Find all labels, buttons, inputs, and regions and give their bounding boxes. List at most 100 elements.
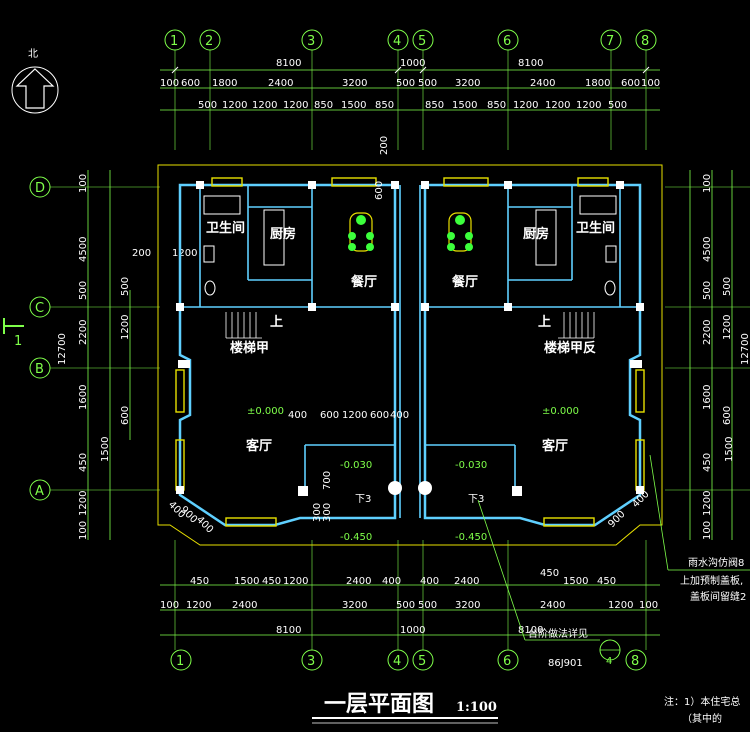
dim-bottom-mid-7: 2400: [540, 600, 565, 611]
dim-bottom-mid-10: 100: [639, 600, 658, 611]
dim-top-mid-1: 100: [160, 78, 179, 89]
dim-top-inner-3: 1200: [252, 100, 277, 111]
dim-top-mid-6: 500: [396, 78, 415, 89]
dim-left-6: 450: [78, 453, 89, 472]
dim-ticks-top: [171, 66, 650, 74]
dim-600-dining: 600: [374, 181, 385, 200]
title-scale: 1:100: [456, 700, 497, 715]
dim-left-1: 100: [78, 174, 89, 193]
dim-bottom-outer-6: 400: [382, 576, 401, 587]
dim-left-inner-1: 1200: [120, 315, 131, 340]
dim-top-inner-12: 1200: [545, 100, 570, 111]
axis-side-d: D: [35, 181, 45, 196]
dim-left-4: 2200: [78, 320, 89, 345]
axis-labels-bottom: 1 3 4 5 6 8: [176, 654, 639, 669]
dims-bottom-total: 8100 1000 8100: [276, 625, 543, 636]
dim-porch-5: 400: [390, 410, 409, 421]
dim-bottom-mid-5: 500: [418, 600, 437, 611]
dims-bottom-outer: 450 1500 450 1200 2400 400 400 2400 450 …: [190, 568, 616, 587]
dim-bottom-mid-8: 1200: [608, 600, 633, 611]
dim-bottom-outer-1: 450: [190, 576, 209, 587]
dim-bottom-mid-3: 3200: [342, 600, 367, 611]
axis-top-6: 6: [503, 34, 511, 49]
dim-bottom-mid-4: 500: [396, 600, 415, 611]
dim-top-mid-12: 100: [641, 78, 660, 89]
axis-bottom-5: 5: [418, 654, 426, 669]
axis-top-2: 2: [205, 34, 213, 49]
dim-porch-4: 600: [370, 410, 389, 421]
section-mark: 1: [3, 318, 24, 349]
note-right-1: 雨水沟仿阀8: [688, 556, 744, 569]
footnote-1: 注：1）本住宅总: [664, 695, 740, 708]
axis-bubbles-top: [164, 29, 657, 51]
dim-left-2: 4500: [78, 237, 89, 262]
dim-top-total-3: 8100: [518, 58, 543, 69]
dims-top-mid: 100 600 1800 2400 3200 500 500 3200 2400…: [160, 78, 660, 89]
dim-top-mid-9: 2400: [530, 78, 555, 89]
room-kitchen-right: 厨房: [523, 226, 549, 242]
round-columns: [388, 481, 432, 495]
dim-bottom-outer-11: 450: [597, 576, 616, 587]
dim-right-5: 1600: [702, 385, 713, 410]
stair-left: [225, 312, 262, 339]
axis-top-4: 4: [393, 34, 401, 49]
dim-top-inner-8: 850: [425, 100, 444, 111]
dim-bottom-outer-2: 1500: [234, 576, 259, 587]
dim-porch-side-1: 300: [312, 503, 323, 522]
room-stair-right: 楼梯甲反: [544, 340, 596, 356]
axis-lines-vertical: [174, 50, 647, 650]
dim-top-inner-9: 1500: [452, 100, 477, 111]
axis-labels-side: D C B A: [35, 181, 45, 499]
dim-left-total: 12700: [57, 333, 68, 365]
dim-right-1: 100: [702, 174, 713, 193]
dims-top-total: 8100 1000 8100: [276, 58, 543, 69]
dim-right-7: 1500: [724, 437, 735, 462]
dim-corner-5: 400: [630, 489, 651, 510]
drawing-title: 一层平面图 1:100: [312, 692, 498, 724]
dim-top-mid-10: 1800: [585, 78, 610, 89]
dim-top-inner-5: 850: [314, 100, 333, 111]
dim-bottom-mid-2: 2400: [232, 600, 257, 611]
axis-side-c: C: [35, 301, 44, 316]
axis-side-b: B: [35, 362, 44, 377]
stair-up-left: 上: [270, 315, 283, 330]
dim-porch-2: 600: [320, 410, 339, 421]
dim-top-inner-7: 850: [375, 100, 394, 111]
dim-top-inner-6: 1500: [341, 100, 366, 111]
dim-bottom-total-1: 8100: [276, 625, 301, 636]
dim-top-total-2: 1000: [400, 58, 425, 69]
level-living-right: ±0.000: [542, 406, 579, 417]
dim-right-9: 100: [702, 521, 713, 540]
dims-left: 100 4500 500 2200 1600 450 1500 1200 100…: [57, 174, 131, 540]
dim-top-200: 200: [379, 136, 390, 155]
dim-left-8: 1200: [78, 491, 89, 516]
dim-200-left: 200: [132, 248, 151, 259]
building-outline: [157, 164, 663, 546]
dim-left-3: 500: [78, 281, 89, 300]
room-bath-left: 卫生间: [206, 220, 245, 236]
stair-right: [558, 312, 595, 339]
level-living-left: ±0.000: [247, 406, 284, 417]
dim-bottom-outer-3: 450: [262, 576, 281, 587]
note-right-3: 盖板间留缝2: [690, 590, 746, 603]
dim-top-inner-10: 850: [487, 100, 506, 111]
dims-bottom-mid: 1200 2400 3200 500 500 3200 2400 1200 10…: [160, 600, 658, 611]
dining-table-right: [447, 212, 473, 252]
room-dining-left: 餐厅: [350, 274, 377, 290]
dim-top-mid-8: 3200: [455, 78, 480, 89]
dim-bottom-total-3: 8100: [518, 625, 543, 636]
dim-top-inner-11: 1200: [513, 100, 538, 111]
dim-right-inner-1: 1200: [722, 315, 733, 340]
dim-top-inner-14: 500: [608, 100, 627, 111]
dim-left-7: 1500: [100, 437, 111, 462]
step-detail-callout: 台阶做法详见 86J901 4: [477, 499, 621, 669]
level-marks: ±0.000 ±0.000 -0.030 -0.030 -0.450 -0.45…: [247, 406, 579, 543]
dim-bottom-outer-9: 450: [540, 568, 559, 579]
title-text: 一层平面图: [324, 692, 434, 717]
stair-up-right: 上: [538, 315, 551, 330]
dim-top-mid-2: 600: [181, 78, 200, 89]
dim-right-4: 2200: [702, 320, 713, 345]
level-porch-right: -0.030: [455, 460, 487, 471]
level-outside-right: -0.450: [455, 532, 487, 543]
dim-porch-1: 400: [288, 410, 307, 421]
